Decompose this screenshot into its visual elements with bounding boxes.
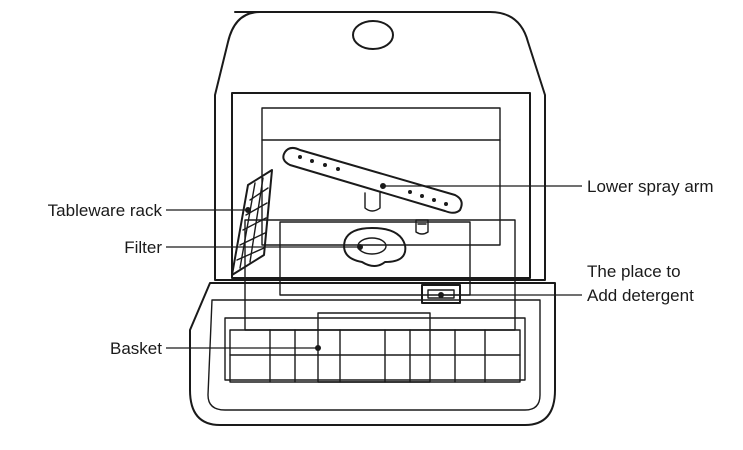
detergent-compartment xyxy=(421,284,461,304)
top-button xyxy=(352,20,394,50)
dishwasher-door xyxy=(189,282,556,426)
label-filter: Filter xyxy=(124,238,162,257)
tub-interior xyxy=(244,139,516,331)
label-detergent-line1: The place to xyxy=(587,262,681,281)
spray-arm xyxy=(282,146,463,214)
dishwasher-housing xyxy=(214,11,546,281)
tableware-rack xyxy=(231,169,273,276)
label-tableware-rack: Tableware rack xyxy=(48,201,163,220)
label-basket: Basket xyxy=(110,339,162,358)
basket xyxy=(229,312,521,383)
label-detergent-line2: Add detergent xyxy=(587,286,694,305)
label-lower-spray-arm: Lower spray arm xyxy=(587,177,714,196)
nozzle xyxy=(415,219,429,235)
leader-lines xyxy=(166,183,582,351)
